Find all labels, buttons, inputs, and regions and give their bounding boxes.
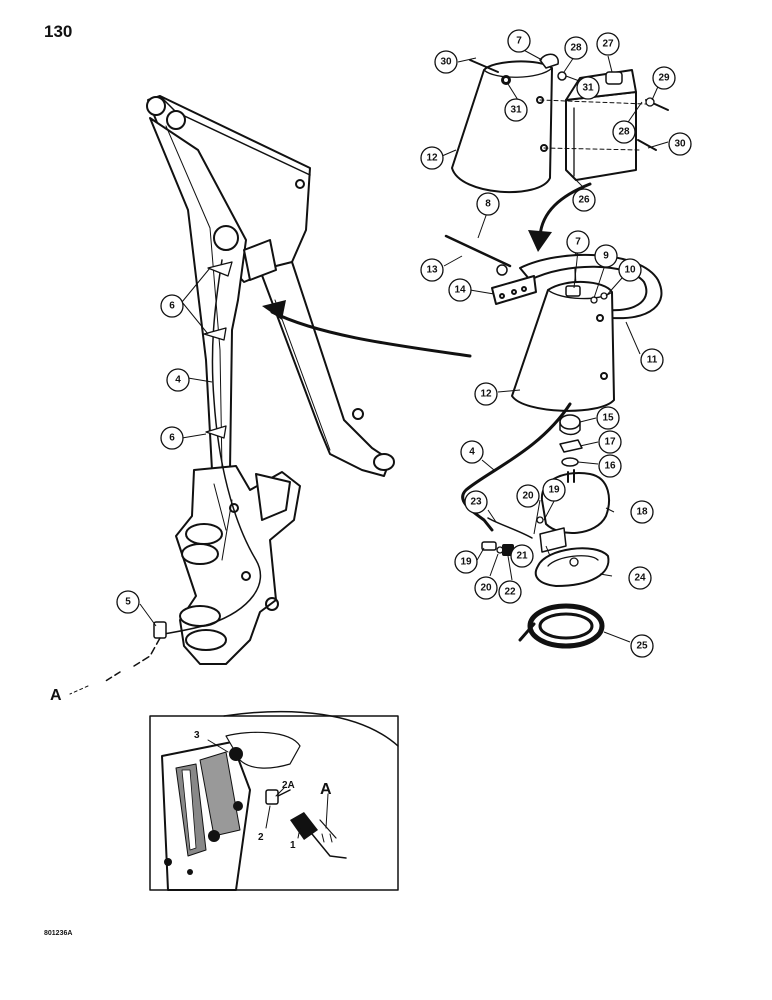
callout-19: 19 bbox=[454, 550, 478, 574]
callout-28: 28 bbox=[612, 120, 636, 144]
callout-30: 30 bbox=[434, 50, 458, 74]
svg-text:4: 4 bbox=[175, 375, 181, 386]
callout-17: 17 bbox=[598, 430, 622, 454]
cover-exploded-drawing bbox=[451, 53, 669, 252]
svg-text:31: 31 bbox=[582, 83, 594, 94]
svg-text:30: 30 bbox=[440, 57, 452, 68]
svg-text:9: 9 bbox=[603, 251, 609, 262]
inset-label-2a: 2A bbox=[282, 780, 295, 791]
svg-text:8: 8 bbox=[485, 199, 491, 210]
callout-15: 15 bbox=[596, 406, 620, 430]
callout-7: 7 bbox=[507, 29, 531, 53]
callout-16: 16 bbox=[598, 454, 622, 478]
callout-13: 13 bbox=[420, 258, 444, 282]
callout-11: 11 bbox=[640, 348, 664, 372]
svg-text:21: 21 bbox=[516, 551, 528, 562]
callout-9: 9 bbox=[594, 244, 618, 268]
inset-drawing bbox=[149, 710, 399, 891]
svg-text:19: 19 bbox=[460, 557, 472, 568]
svg-text:20: 20 bbox=[522, 491, 534, 502]
svg-text:10: 10 bbox=[624, 265, 636, 276]
callout-12: 12 bbox=[474, 382, 498, 406]
connector-label-a: A bbox=[50, 687, 62, 704]
callout-4: 4 bbox=[166, 368, 190, 392]
callout-20: 20 bbox=[516, 484, 540, 508]
callout-28: 28 bbox=[564, 36, 588, 60]
callout-25: 25 bbox=[630, 634, 654, 658]
inset-label-2: 2 bbox=[258, 832, 264, 843]
svg-text:23: 23 bbox=[470, 497, 482, 508]
svg-text:5: 5 bbox=[125, 597, 131, 608]
callout-14: 14 bbox=[448, 278, 472, 302]
alarm-assembly-drawing bbox=[461, 402, 610, 649]
inset-label-3: 3 bbox=[194, 730, 200, 741]
callout-23: 23 bbox=[464, 490, 488, 514]
inset-label-1: 1 bbox=[290, 840, 296, 851]
svg-text:30: 30 bbox=[674, 139, 686, 150]
page-number: 130 bbox=[44, 22, 73, 41]
svg-text:26: 26 bbox=[578, 195, 590, 206]
svg-text:7: 7 bbox=[575, 237, 581, 248]
svg-text:16: 16 bbox=[604, 461, 616, 472]
svg-text:11: 11 bbox=[647, 355, 658, 366]
svg-text:7: 7 bbox=[516, 36, 522, 47]
svg-text:27: 27 bbox=[602, 39, 614, 50]
loader-arm-drawing bbox=[69, 95, 395, 695]
svg-text:31: 31 bbox=[510, 105, 522, 116]
svg-text:4: 4 bbox=[469, 447, 475, 458]
svg-text:24: 24 bbox=[634, 573, 646, 584]
svg-text:25: 25 bbox=[636, 641, 648, 652]
inset-label-a: A bbox=[320, 781, 332, 798]
svg-text:12: 12 bbox=[426, 153, 438, 164]
svg-text:14: 14 bbox=[454, 285, 466, 296]
svg-text:28: 28 bbox=[618, 127, 630, 138]
svg-text:18: 18 bbox=[636, 507, 648, 518]
svg-text:17: 17 bbox=[604, 437, 616, 448]
callout-20: 20 bbox=[474, 576, 498, 600]
svg-text:28: 28 bbox=[570, 43, 582, 54]
callout-4: 4 bbox=[460, 440, 484, 464]
svg-text:15: 15 bbox=[602, 413, 614, 424]
svg-text:6: 6 bbox=[169, 301, 175, 312]
callout-18: 18 bbox=[630, 500, 654, 524]
callout-31: 31 bbox=[504, 98, 528, 122]
callout-8: 8 bbox=[476, 192, 500, 216]
callout-24: 24 bbox=[628, 566, 652, 590]
svg-text:6: 6 bbox=[169, 433, 175, 444]
callout-31: 31 bbox=[576, 76, 600, 100]
figure-code: 801236A bbox=[44, 930, 73, 937]
callout-22: 22 bbox=[498, 580, 522, 604]
callout-6: 6 bbox=[160, 426, 184, 450]
svg-text:29: 29 bbox=[658, 73, 670, 84]
svg-text:22: 22 bbox=[504, 587, 516, 598]
callout-19: 19 bbox=[542, 478, 566, 502]
callout-30: 30 bbox=[668, 132, 692, 156]
svg-text:13: 13 bbox=[426, 265, 438, 276]
callout-10: 10 bbox=[618, 258, 642, 282]
callout-26: 26 bbox=[572, 188, 596, 212]
callout-6: 6 bbox=[160, 294, 184, 318]
callout-5: 5 bbox=[116, 590, 140, 614]
callout-12: 12 bbox=[420, 146, 444, 170]
svg-text:19: 19 bbox=[548, 485, 560, 496]
callout-21: 21 bbox=[510, 544, 534, 568]
svg-text:12: 12 bbox=[480, 389, 492, 400]
callout-7: 7 bbox=[566, 230, 590, 254]
callout-29: 29 bbox=[652, 66, 676, 90]
callout-27: 27 bbox=[596, 32, 620, 56]
svg-text:20: 20 bbox=[480, 583, 492, 594]
